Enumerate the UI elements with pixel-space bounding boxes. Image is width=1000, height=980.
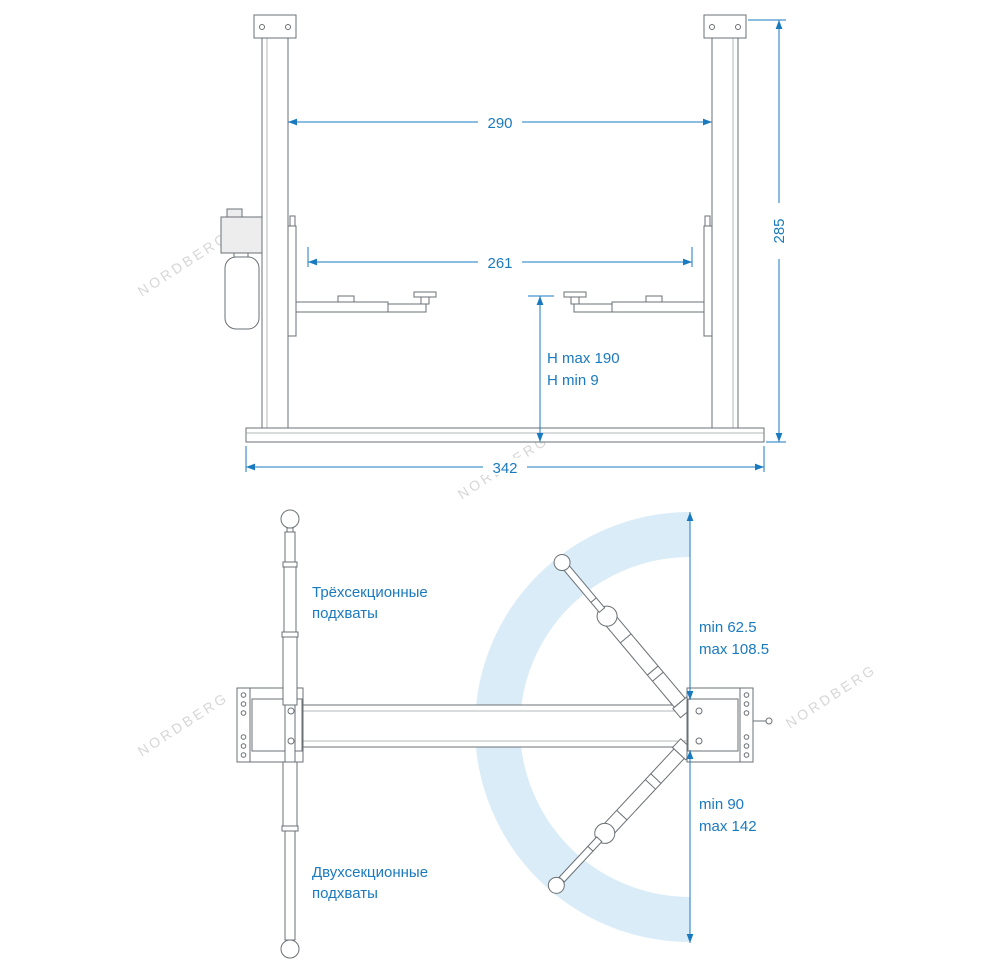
dim-rear-reach-min: min 90: [699, 796, 744, 813]
arm-swing-arc: [475, 512, 690, 942]
two-section-arm: [280, 761, 300, 959]
label-three-section: Трёхсекционные подхваты: [312, 584, 428, 622]
base-frame: [245, 427, 765, 443]
label-two-section-line2: подхваты: [312, 885, 378, 902]
dimension-column-span: 290: [288, 113, 712, 132]
pivot-pin-bottom: [287, 737, 295, 745]
right-carriage-arm: [563, 215, 713, 337]
dim-rear-reach-max: max 142: [699, 818, 757, 835]
dimension-rear-reach: min 90 max 142: [686, 750, 757, 943]
dimension-arm-span: 261: [307, 247, 693, 272]
label-three-section-line2: подхваты: [312, 605, 378, 622]
label-two-section-line1: Двухсекционные: [312, 864, 428, 881]
motor-unit: [220, 208, 263, 330]
dim-hmax-value: H max 190: [547, 350, 620, 367]
plan-view: Трёхсекционные подхваты Двухсекционные п…: [236, 509, 773, 959]
front-view: 290 261 285 H max 190 H min 9: [220, 14, 788, 477]
left-carriage-arm: [287, 215, 437, 337]
dim-290-value: 290: [487, 115, 512, 132]
pivot-pin-top: [287, 707, 295, 715]
label-two-section: Двухсекционные подхваты: [312, 864, 428, 902]
three-section-arm: [280, 509, 300, 706]
label-three-section-line1: Трёхсекционные: [312, 584, 428, 601]
lower-swing-arm: [547, 738, 695, 894]
watermark-right: NORDBERG: [783, 661, 880, 732]
dim-285-value: 285: [771, 218, 788, 243]
dimension-front-reach: min 62.5 max 108.5: [686, 512, 769, 700]
cross-beam: [302, 704, 688, 748]
dimension-lift-height: H max 190 H min 9: [528, 295, 623, 442]
dim-hmin-value: H min 9: [547, 372, 599, 389]
upper-swing-arm: [553, 554, 696, 719]
dimension-base-width: 342: [245, 446, 765, 477]
dim-261-value: 261: [487, 255, 512, 272]
dim-front-reach-max: max 108.5: [699, 641, 769, 658]
watermark-bottom-left: NORDBERG: [135, 689, 232, 760]
left-column: [253, 14, 297, 429]
dimension-height: 285: [748, 19, 788, 443]
dim-front-reach-min: min 62.5: [699, 619, 757, 636]
watermark-top-left: NORDBERG: [135, 229, 232, 300]
dim-342-value: 342: [492, 460, 517, 477]
right-column-plate: [686, 687, 773, 763]
